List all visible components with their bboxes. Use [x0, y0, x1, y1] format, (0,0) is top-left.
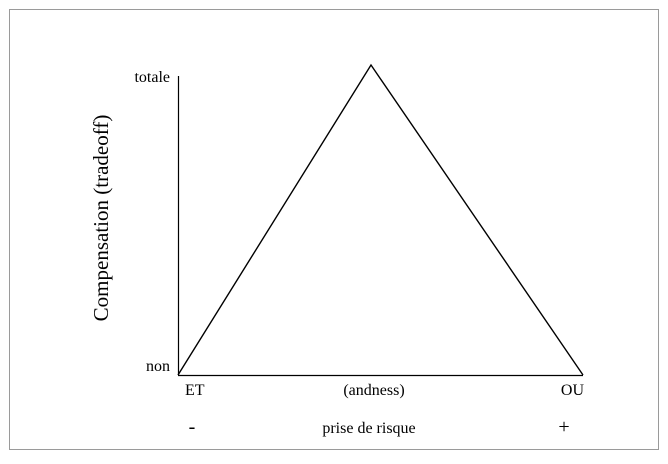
risk-label: prise de risque [322, 420, 415, 437]
plus-sign: + [558, 416, 569, 438]
outer-border [9, 9, 659, 450]
x-right-label: OU [561, 382, 585, 399]
x-middle-label: (andness) [343, 382, 404, 399]
y-top-label: totale [134, 69, 170, 86]
y-axis-title: Compensation (tradeoff) [89, 115, 113, 322]
minus-sign: - [189, 416, 196, 438]
y-bottom-label: non [146, 358, 170, 375]
triangle-curve [177, 63, 584, 376]
x-left-label: ET [185, 382, 205, 399]
